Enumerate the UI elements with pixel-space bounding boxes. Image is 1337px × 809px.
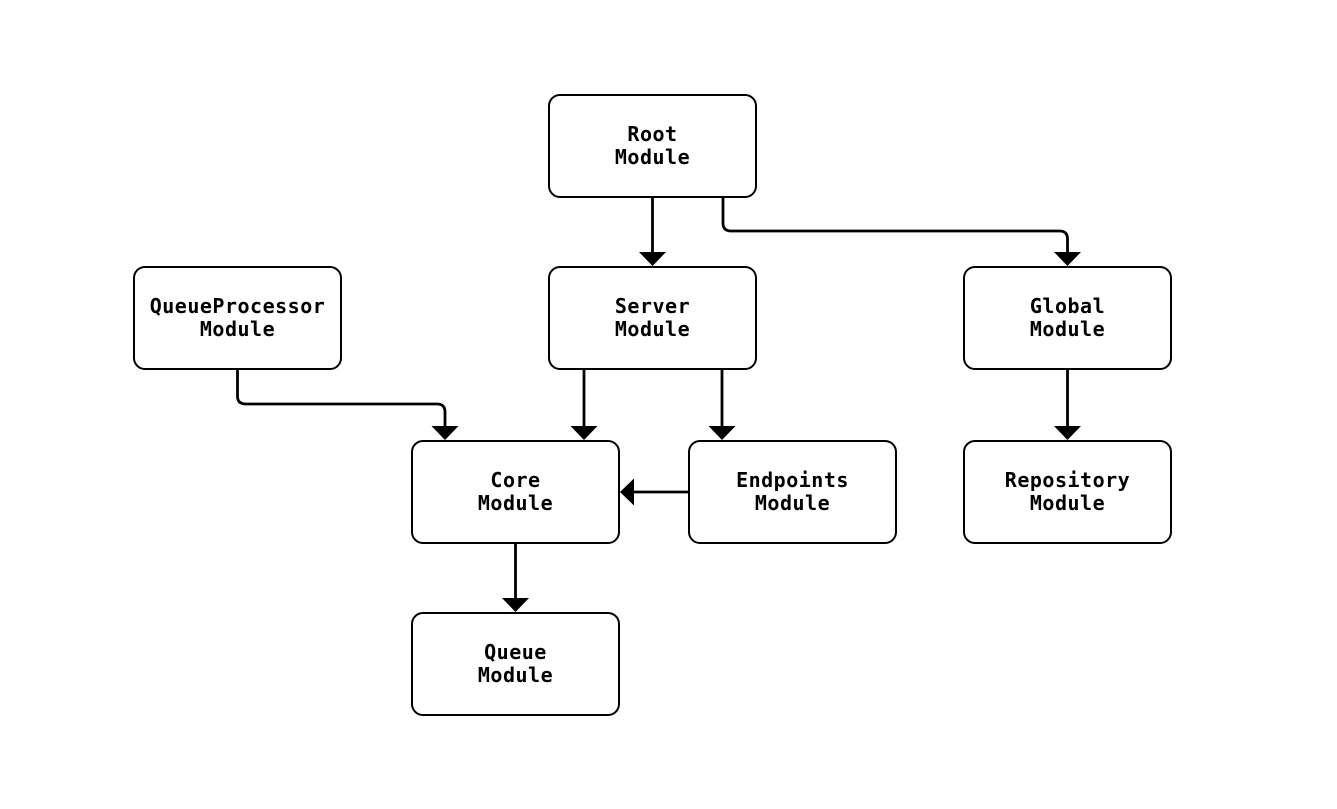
- node-label-line: Module: [614, 317, 691, 341]
- node-label-line: Core: [490, 468, 541, 492]
- edge-server-to-endpoints: [708, 368, 736, 440]
- node-core-module: Core Module: [411, 440, 620, 544]
- node-label-line: Queue: [484, 640, 547, 664]
- node-label-line: Module: [477, 663, 554, 687]
- edge-root-to-server: [639, 196, 666, 266]
- node-label-line: Module: [1029, 317, 1106, 341]
- node-global-module: Global Module: [963, 266, 1172, 370]
- node-queue-module: Queue Module: [411, 612, 620, 716]
- node-queueprocessor-module: QueueProcessor Module: [133, 266, 342, 370]
- edge-server-to-core: [570, 368, 598, 440]
- node-label-line: Module: [199, 317, 276, 341]
- node-repository-module: Repository Module: [963, 440, 1172, 544]
- node-label-line: Module: [477, 491, 554, 515]
- node-label-line: Root: [627, 122, 678, 146]
- edge-global-to-repository: [1054, 368, 1081, 440]
- node-label-line: Endpoints: [736, 468, 849, 492]
- node-endpoints-module: Endpoints Module: [688, 440, 897, 544]
- node-root-module: Root Module: [548, 94, 757, 198]
- node-label-line: Global: [1029, 294, 1106, 318]
- node-label-line: Module: [614, 145, 691, 169]
- node-label-line: Server: [614, 294, 691, 318]
- node-label-line: Repository: [1004, 468, 1131, 492]
- edge-endpoints-to-core: [620, 478, 690, 506]
- node-label-line: QueueProcessor: [149, 294, 326, 318]
- edge-core-to-queue: [502, 542, 529, 612]
- node-server-module: Server Module: [548, 266, 757, 370]
- edge-root-to-global: [721, 196, 1081, 266]
- node-label-line: Module: [1029, 491, 1106, 515]
- node-label-line: Module: [754, 491, 831, 515]
- edge-queueprocessor-to-core: [236, 368, 459, 440]
